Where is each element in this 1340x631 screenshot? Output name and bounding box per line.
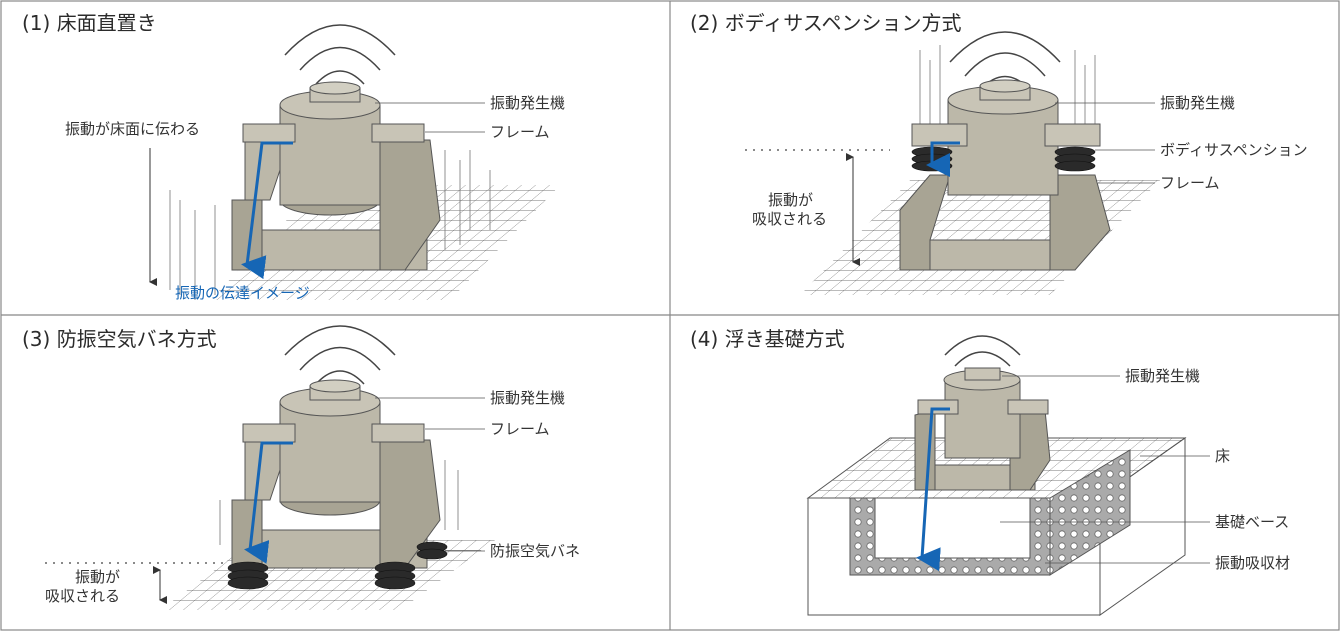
absorbed-label-2: 吸収される [752, 210, 827, 228]
shaker-machine [899, 79, 1111, 271]
absorber-label: 振動吸収材 [1215, 554, 1290, 572]
vibration-lines [169, 150, 491, 300]
shaker-label: 振動発生機 [490, 389, 565, 407]
leader-lines [375, 102, 485, 133]
leader-lines [1055, 102, 1155, 184]
absorber-material [849, 449, 1131, 576]
air-springs [227, 541, 448, 590]
shaker-label: 振動発生機 [490, 94, 565, 112]
shaker-machine [914, 367, 1051, 491]
panel-2-title: (2) ボディサスペンション方式 [690, 11, 962, 35]
frame-label: フレーム [490, 420, 550, 438]
absorbed-label-1: 振動が [75, 568, 120, 586]
panel-1-title: (1) 床面直置き [22, 11, 157, 35]
transmission-arrow [241, 141, 293, 280]
frame-label: フレーム [490, 123, 550, 141]
shaker-label: 振動発生機 [1125, 367, 1200, 385]
panel-4-title: (4) 浮き基礎方式 [690, 327, 845, 351]
floor-transfer-label: 振動が床面に伝わる [65, 120, 200, 138]
foundation-base-label: 基礎ベース [1215, 513, 1289, 531]
image-caption-label: 振動の伝達イメージ [175, 284, 310, 302]
panel-3: (3) 防振空気バネ方式 [22, 325, 580, 610]
shaker-machine [231, 81, 441, 271]
air-spring-label: 防振空気バネ [490, 542, 580, 560]
frame-label: フレーム [1160, 174, 1220, 192]
panel-4: (4) 浮き基礎方式 振 [690, 327, 1290, 616]
transmission-arrow [244, 441, 293, 564]
absorbed-label-1: 振動が [768, 191, 813, 209]
transmission-arrow [926, 141, 960, 177]
panel-3-title: (3) 防振空気バネ方式 [22, 327, 217, 351]
wave-icon [284, 24, 396, 85]
transmission-arrow [916, 407, 950, 572]
panel-2: (2) ボディサスペンション方式 振動が 吸 [690, 11, 1308, 295]
absorbed-label-2: 吸収される [45, 587, 120, 605]
wave-icon [284, 325, 396, 385]
wave-icon [944, 335, 1021, 367]
floor-grid [800, 180, 1160, 295]
shaker-machine [231, 379, 441, 569]
leader-lines [1000, 375, 1210, 564]
leader-lines [375, 397, 485, 552]
panel-1: (1) 床面直置き [22, 11, 565, 302]
floor-label: 床 [1215, 447, 1230, 465]
shaker-label: 振動発生機 [1160, 94, 1235, 112]
suspension-label: ボディサスペンション [1160, 141, 1308, 159]
